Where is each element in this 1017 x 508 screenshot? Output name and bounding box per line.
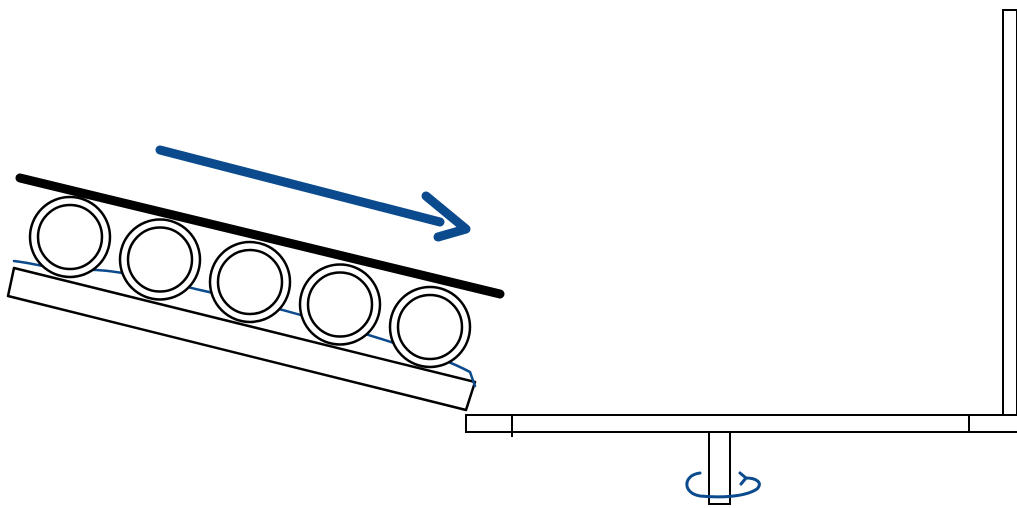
- roller: [118, 218, 202, 301]
- roller-outer-ring: [118, 218, 202, 301]
- platform: [465, 414, 1017, 437]
- roller: [208, 240, 292, 324]
- roller-inner-ring: [216, 248, 284, 316]
- rotation-shaft: [708, 431, 731, 505]
- roller-outer-ring: [28, 195, 112, 279]
- motion-arrow: [155, 145, 471, 242]
- roller-inner-ring: [396, 293, 464, 361]
- roller-inner-ring: [126, 226, 194, 293]
- rotation-icon: [685, 471, 761, 499]
- roller-inner-ring: [306, 271, 374, 338]
- roller-inner-ring: [36, 203, 104, 271]
- vertical-wall: [1002, 9, 1017, 416]
- roller-outer-ring: [208, 240, 292, 324]
- roller: [298, 263, 382, 346]
- roller: [388, 285, 472, 369]
- roller-outer-ring: [298, 263, 382, 346]
- tray-base: [6, 266, 477, 412]
- roller-outer-ring: [388, 285, 472, 369]
- platform-plate: [465, 414, 1017, 433]
- top-belt: [15, 173, 505, 299]
- roller: [28, 195, 112, 279]
- roller-group: [28, 195, 472, 369]
